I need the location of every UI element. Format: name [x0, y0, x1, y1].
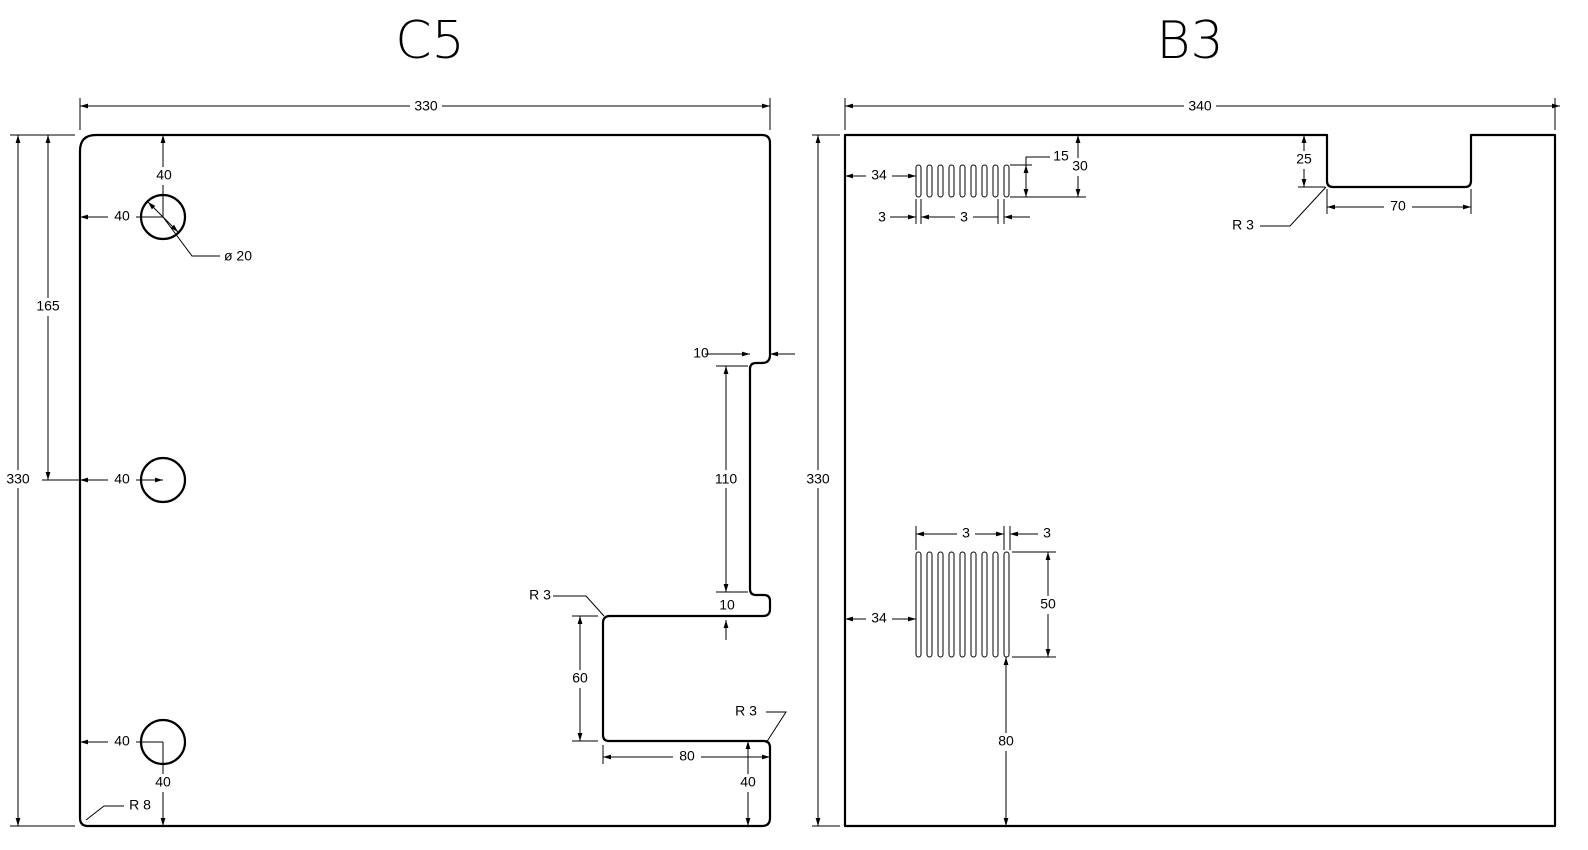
b3-top-vent-slot	[1003, 164, 1010, 198]
c5-dim-hole-mid-from-left: 40	[114, 471, 130, 487]
c5-dim-hole-mid-from-top: 165	[36, 298, 60, 314]
b3-top-vent-slot	[992, 164, 999, 198]
panel-c5: 330 330 165 40 40 ø 20 40 40	[2, 98, 795, 828]
b3-dim-overall-height: 330	[806, 471, 830, 487]
b3-top-vent-group	[915, 164, 1010, 198]
c5-dim-cutout-bottom: 40	[740, 774, 756, 790]
c5-dim-cutout-height: 60	[572, 670, 588, 686]
c5-dim-lower-notch: 10	[719, 597, 735, 613]
c5-dim-upper-notch: 10	[693, 345, 709, 361]
b3-dim-lower-vents-gap: 3	[1043, 525, 1051, 541]
b3-lower-vent-slot	[937, 551, 944, 658]
c5-dim-cutout-radius-lower: R 3	[735, 703, 757, 719]
b3-lower-vent-slot	[959, 551, 966, 658]
b3-dim-lower-vents-from-bottom: 80	[998, 733, 1014, 749]
b3-dim-notch-radius: R 3	[1232, 217, 1254, 233]
b3-top-vent-slot	[970, 164, 977, 198]
b3-top-vent-slot	[915, 164, 922, 198]
c5-outline	[78, 133, 772, 828]
b3-dim-lower-vents-height: 50	[1040, 596, 1056, 612]
b3-top-vent-slot	[948, 164, 955, 198]
c5-dim-hole-bottom-from-bottom: 40	[155, 774, 171, 790]
b3-top-vent-slot	[959, 164, 966, 198]
c5-dim-cutout-width: 80	[679, 748, 695, 764]
c5-dim-hole-bottom-from-left: 40	[114, 733, 130, 749]
b3-outline	[843, 133, 1557, 828]
c5-dim-hole-top-from-top: 40	[156, 167, 172, 183]
b3-dim-overall-width: 340	[1188, 98, 1212, 114]
panel-b3: 340 330 34 3 3 15 30	[802, 98, 1560, 828]
b3-dim-notch-width: 70	[1390, 198, 1406, 214]
b3-dim-lower-vents-slot-width: 3	[962, 525, 970, 541]
c5-dim-overall-width: 330	[414, 98, 438, 114]
b3-lower-vent-slot	[992, 551, 999, 658]
b3-lower-vent-group	[915, 551, 1010, 658]
b3-lower-vent-slot	[970, 551, 977, 658]
c5-dim-cutout-radius-upper: R 3	[529, 587, 551, 603]
b3-dim-lower-vents-from-left: 34	[871, 610, 887, 626]
b3-lower-vent-slot	[926, 551, 933, 658]
b3-lower-vent-slot	[948, 551, 955, 658]
b3-dim-top-vents-from-left: 34	[871, 167, 887, 183]
b3-dim-top-vents-gap: 3	[960, 209, 968, 225]
b3-dim-top-vents-slot-width: 3	[878, 209, 886, 225]
b3-lower-vent-slot	[981, 551, 988, 658]
b3-top-vent-slot	[926, 164, 933, 198]
b3-dim-notch-depth: 25	[1296, 151, 1312, 167]
panel-title-c5: C5	[395, 11, 464, 71]
b3-dim-top-vents-from-top: 30	[1072, 158, 1088, 174]
panel-title-b3: B3	[1156, 11, 1223, 71]
b3-lower-vent-slot	[1003, 551, 1010, 658]
b3-top-vent-slot	[937, 164, 944, 198]
c5-dim-hole-top-from-left: 40	[114, 208, 130, 224]
c5-dim-slot-length: 110	[715, 471, 738, 487]
c5-dim-overall-height: 330	[6, 471, 30, 487]
c5-dim-hole-diameter: ø 20	[224, 248, 252, 264]
c5-dim-corner-radius: R 8	[129, 797, 151, 813]
b3-lower-vent-slot	[915, 551, 922, 658]
b3-top-vent-slot	[981, 164, 988, 198]
b3-dim-top-vents-slot-height: 15	[1053, 148, 1069, 164]
